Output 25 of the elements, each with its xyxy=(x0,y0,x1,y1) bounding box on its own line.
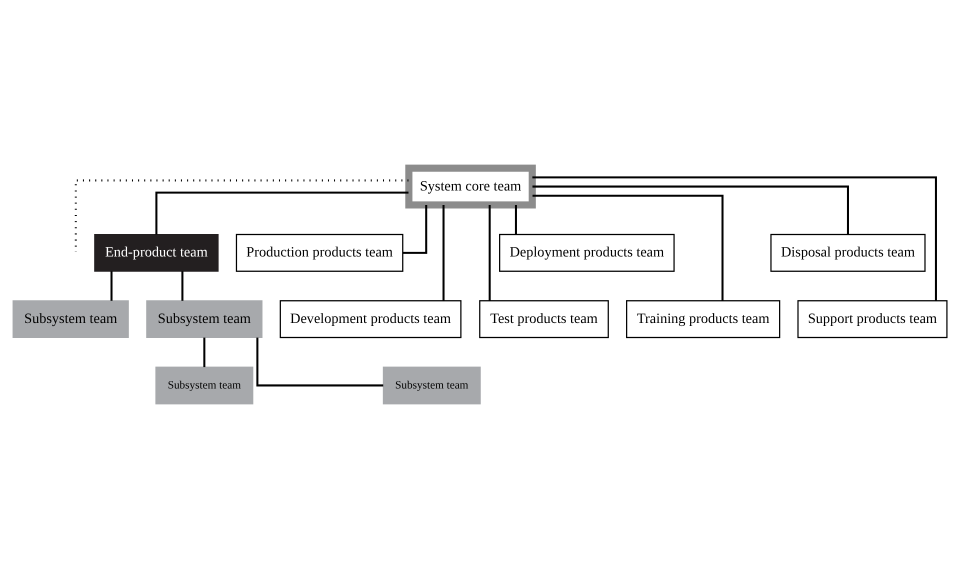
node-box: Subsystem team xyxy=(382,366,480,404)
node-box: Deployment products team xyxy=(498,233,674,272)
node-box: System core team xyxy=(404,164,536,208)
connector xyxy=(532,185,848,234)
node-box: Subsystem team xyxy=(146,300,262,338)
connector xyxy=(532,194,724,300)
connector xyxy=(202,337,205,367)
connector xyxy=(110,270,112,300)
node-box: Support products team xyxy=(796,300,948,338)
node-box: Test products team xyxy=(478,300,608,338)
connector xyxy=(442,204,444,300)
connector xyxy=(402,204,427,254)
node-box: Production products team xyxy=(235,233,403,272)
connector xyxy=(154,191,408,234)
node-box: End-product team xyxy=(94,233,218,272)
connector xyxy=(532,176,936,300)
connector xyxy=(256,337,383,386)
node-box: Subsystem team xyxy=(154,366,253,404)
connector xyxy=(488,204,490,300)
node-box: Subsystem team xyxy=(12,300,128,338)
connector xyxy=(514,204,516,234)
connector xyxy=(180,270,183,300)
node-box: Development products team xyxy=(279,300,461,338)
node-box: Training products team xyxy=(626,300,780,338)
node-box: Disposal products team xyxy=(770,233,926,272)
